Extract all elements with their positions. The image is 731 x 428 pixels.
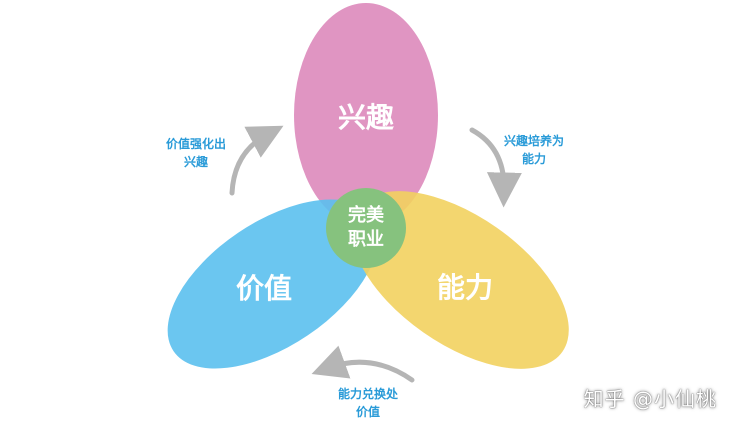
caption-interest-to-ability-line2: 能力: [522, 151, 546, 166]
arrow-interest-to-ability: [469, 127, 522, 208]
watermark-text: 知乎 @小仙桃: [583, 387, 717, 411]
interest-petal: [294, 3, 438, 227]
caption-ability-to-value-line1: 能力兑换处: [338, 386, 399, 401]
caption-value-to-interest-line1: 价值强化出: [166, 136, 226, 151]
center-circle: [326, 188, 406, 268]
ability-label: 能力: [437, 271, 493, 304]
value-label: 价值: [236, 272, 292, 305]
center-label-line2: 职业: [348, 229, 384, 250]
arrow-value-to-interest: [229, 125, 284, 196]
caption-ability-to-value-line2: 价值: [356, 404, 380, 419]
caption-interest-to-ability-line1: 兴趣培养为: [504, 133, 564, 148]
value-petal: [167, 199, 379, 369]
interest-label: 兴趣: [338, 101, 394, 134]
caption-value-to-interest-line2: 兴趣: [184, 154, 209, 169]
arrow-ability-to-value: [311, 345, 415, 383]
center-label-line1: 完美: [348, 204, 384, 226]
ability-petal: [351, 191, 569, 369]
